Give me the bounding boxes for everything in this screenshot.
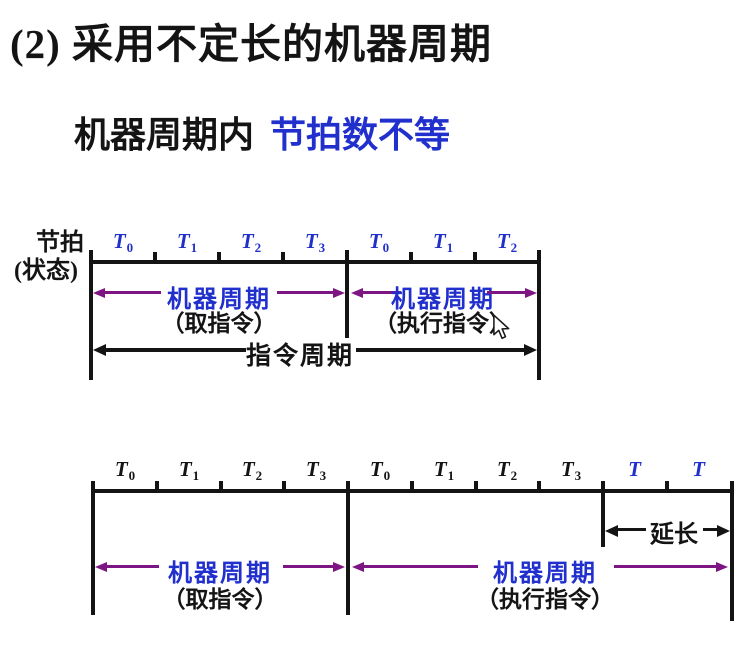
d2-extension-label: 延长 (650, 522, 698, 548)
d2-ext-arrowhead-right (717, 525, 730, 537)
d2-boundary-left (91, 481, 95, 615)
d2-c2-shaft-left (364, 565, 478, 568)
subtitle: 机器周期内节拍数不等 (74, 106, 450, 158)
d1-t-label: T0 (112, 229, 134, 255)
d2-t-label: T0 (369, 457, 391, 483)
d2-c2-sublabel: （执行指令） (476, 587, 614, 612)
axis-label-jiepai: 节拍 (36, 230, 84, 256)
d1-boundary-mid (345, 250, 349, 338)
d1-tick (281, 252, 285, 261)
d2-c1-sublabel: （取指令） (162, 587, 278, 612)
d2-c2-label: 机器周期 (493, 561, 597, 587)
page-title: (2) 采用不定长的机器周期 (10, 21, 493, 67)
d1-t-label: T1 (432, 229, 454, 255)
d1-c2-arrowhead-right (525, 288, 537, 298)
d2-c2-shaft-right (614, 565, 718, 568)
d2-c2-arrowhead-left (352, 562, 364, 572)
d1-instr-shaft-right (356, 348, 524, 352)
d2-tick (410, 481, 414, 490)
d2-tick (537, 481, 541, 490)
d1-t-label: T3 (304, 229, 326, 255)
d2-timeline (93, 489, 732, 493)
d1-c1-arrowhead-right (333, 288, 345, 298)
d2-tick (155, 481, 159, 490)
d1-tick (153, 252, 157, 261)
d1-c1-shaft-left (105, 291, 161, 294)
d1-c2-shaft-left (363, 291, 401, 294)
d1-c2-sublabel: （执行指令） (374, 311, 512, 336)
subtitle-prefix: 机器周期内 (74, 115, 255, 155)
d2-ext-arrowhead-left (605, 525, 618, 537)
d1-instruction-cycle-label: 指令周期 (245, 343, 354, 370)
d1-boundary-left (89, 250, 93, 380)
d2-t-label-extension: T (628, 457, 641, 481)
d1-c2-shaft-right (487, 291, 525, 294)
d1-c1-sublabel: （取指令） (161, 311, 277, 336)
d2-t-label: T2 (241, 457, 263, 483)
d1-tick (409, 252, 413, 261)
d1-c2-label: 机器周期 (391, 287, 495, 313)
d1-t-label: T2 (496, 229, 518, 255)
d2-t-label-extension: T (692, 457, 705, 481)
d2-c1-shaft-right (283, 565, 333, 568)
d1-t-label: T1 (176, 229, 198, 255)
d2-c2-arrowhead-right (716, 562, 728, 572)
mouse-cursor-icon (493, 314, 510, 340)
d2-t-label: T2 (496, 457, 518, 483)
d1-timeline (91, 260, 541, 264)
d2-c1-arrowhead-right (333, 562, 345, 572)
d2-c1-arrowhead-left (95, 562, 107, 572)
d2-ext-shaft-right (703, 528, 718, 531)
d2-t-label: T3 (560, 457, 582, 483)
d1-c2-arrowhead-left (351, 288, 363, 298)
d1-t-label: T0 (368, 229, 390, 255)
d1-tick (217, 252, 221, 261)
d2-boundary-mid (346, 481, 350, 615)
d1-instr-shaft-left (106, 348, 246, 352)
d2-boundary-extension (601, 481, 605, 547)
d2-t-label: T1 (433, 457, 455, 483)
d2-t-label: T3 (305, 457, 327, 483)
d2-c1-shaft-left (107, 565, 159, 568)
d1-instr-arrowhead-right (524, 344, 537, 356)
subtitle-highlight: 节拍数不等 (270, 115, 451, 155)
d2-t-label: T0 (114, 457, 136, 483)
d1-c1-arrowhead-left (93, 288, 105, 298)
d2-tick (219, 481, 223, 490)
d1-c1-shaft-right (277, 291, 333, 294)
d1-tick (473, 252, 477, 261)
d2-tick (665, 481, 669, 490)
d2-c1-label: 机器周期 (168, 561, 272, 587)
d1-c1-label: 机器周期 (167, 287, 271, 313)
d1-boundary-right (537, 250, 541, 380)
axis-label-zhuangtai: (状态) (14, 258, 78, 284)
d2-t-label: T1 (178, 457, 200, 483)
d2-boundary-right (730, 481, 734, 621)
d2-tick (282, 481, 286, 490)
d2-ext-shaft-left (618, 528, 646, 531)
d2-tick (474, 481, 478, 490)
d1-instr-arrowhead-left (93, 344, 106, 356)
d1-t-label: T2 (240, 229, 262, 255)
